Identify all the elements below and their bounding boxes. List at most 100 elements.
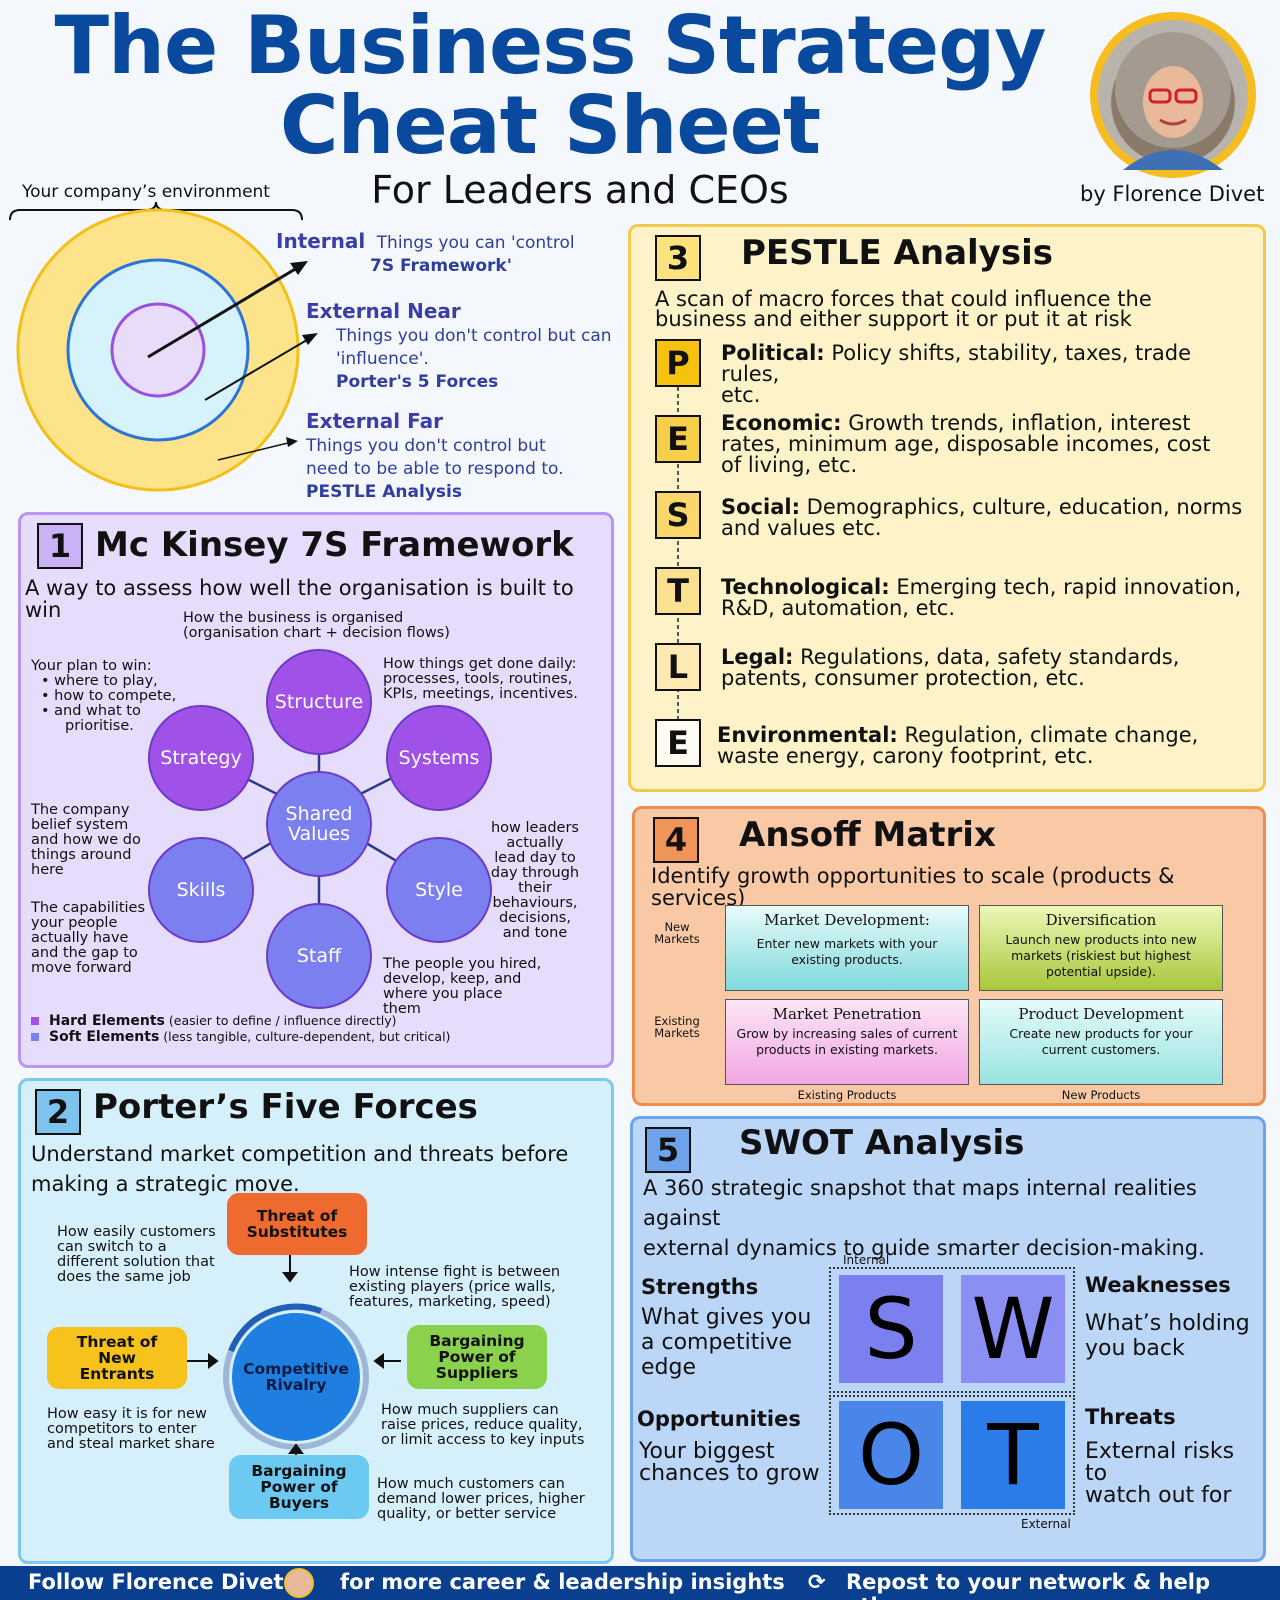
repost-icon[interactable]: ⟳ — [808, 1570, 826, 1594]
pestle-title: PESTLE Analysis — [741, 233, 1053, 273]
pestle-economic-text: of living, etc. — [721, 453, 858, 477]
note-systems-line: KPIs, meetings, incentives. — [383, 686, 578, 702]
porter-note-line: existing players (price walls, — [349, 1279, 556, 1295]
pestle-letter-legal: L — [655, 643, 701, 691]
note-style-line: decisions, — [499, 910, 571, 926]
pestle-letter-economic: E — [655, 415, 701, 463]
porter-panel: 2 Porter’s Five Forces Understand market… — [18, 1078, 614, 1564]
force-suppliers-line: Suppliers — [435, 1364, 519, 1382]
note-shared-values: The company belief system and how we do … — [31, 803, 141, 878]
swot-desc-line: external dynamics to guide smarter decis… — [643, 1236, 1205, 1260]
legend-hard-swatch — [31, 1017, 39, 1025]
pestle-social-text: Demographics, culture, education, norms — [799, 495, 1243, 519]
footer-insights: for more career & leadership insights — [340, 1570, 785, 1594]
note-style-line: behaviours, — [492, 895, 578, 911]
note-shared-line: things around — [31, 847, 132, 863]
7s-staff-circle: Staff — [266, 903, 372, 1009]
note-shared-line: here — [31, 862, 64, 878]
7s-style-circle: Style — [386, 837, 492, 943]
note-strategy-line: where to play, — [54, 673, 158, 689]
ansoff-cell-title: Diversification — [1045, 911, 1157, 929]
ansoff-cell-text: Create new products for your current cus… — [1009, 1026, 1193, 1057]
pestle-panel: 3 PESTLE Analysis A scan of macro forces… — [628, 224, 1266, 792]
pestle-technological: Technological: Emerging tech, rapid inno… — [721, 577, 1251, 619]
note-style-line: how leaders — [490, 820, 579, 836]
footer-follow[interactable]: Follow Florence Divet — [28, 1570, 284, 1594]
env-near-desc2: 'influence'. — [336, 349, 429, 369]
swot-weaknesses-line: What’s holding — [1085, 1311, 1250, 1336]
note-strategy-line: and what to — [54, 703, 141, 719]
swot-letter-s: S — [839, 1275, 943, 1383]
force-buyers-line: Bargaining — [251, 1462, 347, 1480]
pestle-economic-text: Growth trends, inflation, interest — [841, 411, 1191, 435]
porter-desc-line: making a strategic move. — [31, 1172, 300, 1196]
pestle-letter-environmental: E — [655, 719, 701, 767]
force-buyers-line: Buyers — [268, 1494, 330, 1512]
ansoff-cell-title: Market Development: — [764, 911, 930, 929]
ansoff-title: Ansoff Matrix — [739, 815, 996, 855]
7s-shared-values-line1: Shared — [285, 803, 353, 825]
environment-circles — [16, 208, 318, 492]
note-style-line: and tone — [502, 925, 568, 941]
pestle-legal-text: patents, consumer protection, etc. — [721, 666, 1085, 690]
force-substitutes-line: Substitutes — [246, 1223, 348, 1241]
env-far-ref: PESTLE Analysis — [306, 482, 462, 502]
legend-soft-label: Soft Elements — [48, 1029, 160, 1045]
pestle-letter-technological: T — [655, 567, 701, 615]
swot-threats-line: watch out for — [1085, 1483, 1232, 1508]
page-title: The Business Strategy Cheat Sheet — [30, 6, 1070, 166]
ansoff-row-existing: Existing Markets — [645, 1015, 709, 1039]
pestle-social: Social: Demographics, culture, education… — [721, 497, 1251, 539]
legend-soft-note: (less tangible, culture-dependent, but c… — [163, 1029, 451, 1044]
note-strategy-bullet: • how to compete, — [41, 688, 177, 704]
ansoff-row-label: New — [664, 920, 690, 934]
pestle-environmental-label: Environmental: — [717, 723, 898, 747]
pestle-social-text: and values etc. — [721, 516, 882, 540]
footer-repost[interactable]: Repost to your network & help others — [846, 1570, 1210, 1600]
7s-systems-circle: Systems — [386, 705, 492, 811]
porter-note-line: competitors to enter — [47, 1421, 197, 1437]
swot-opportunities-line: chances to grow — [639, 1461, 820, 1486]
pestle-social-label: Social: — [721, 495, 800, 519]
porter-note-line: or limit access to key inputs — [381, 1432, 585, 1448]
porter-note-line: can switch to a — [57, 1239, 167, 1255]
force-suppliers: Bargaining Power of Suppliers — [407, 1325, 547, 1389]
ansoff-market-development: Market Development: Enter new markets wi… — [725, 905, 969, 991]
swot-desc: A 360 strategic snapshot that maps inter… — [643, 1173, 1263, 1263]
note-systems: How things get done daily: processes, to… — [383, 657, 578, 702]
swot-internal-frame — [829, 1267, 1075, 1393]
porter-title: Porter’s Five Forces — [93, 1087, 478, 1127]
page-subtitle: For Leaders and CEOs — [371, 168, 789, 212]
force-substitutes: Threat of Substitutes — [227, 1193, 367, 1255]
environment-label: Your company’s environment — [22, 182, 270, 202]
force-competitive-rivalry: Competitive Rivalry — [232, 1313, 360, 1441]
ansoff-cell-title: Product Development — [1018, 1005, 1184, 1023]
note-staff-line: The people you hired, — [383, 956, 542, 972]
ansoff-market-penetration: Market Penetration Grow by increasing sa… — [725, 999, 969, 1085]
swot-weaknesses-title: Weaknesses — [1085, 1273, 1231, 1297]
swot-opportunities-title: Opportunities — [637, 1407, 801, 1431]
mckinsey-title: Mc Kinsey 7S Framework — [95, 525, 574, 565]
note-style-line: lead day to — [494, 850, 576, 866]
porter-desc-line: Understand market competition and threat… — [31, 1142, 569, 1166]
porter-note-line: and steal market share — [47, 1436, 215, 1452]
ansoff-row-label: Markets — [654, 1026, 700, 1040]
pestle-technological-text: R&D, automation, etc. — [721, 596, 956, 620]
force-buyers: Bargaining Power of Buyers — [229, 1455, 369, 1519]
note-style-line: actually — [506, 835, 564, 851]
mckinsey-desc: A way to assess how well the organisatio… — [25, 576, 574, 622]
porter-note-line: How easy it is for new — [47, 1406, 207, 1422]
ansoff-row-new: New Markets — [645, 921, 709, 945]
swot-title: SWOT Analysis — [739, 1123, 1025, 1163]
swot-strengths-line: a competitive — [641, 1330, 792, 1355]
7s-legend: Hard Elements (easier to define / influe… — [31, 1013, 450, 1045]
env-internal-desc: Things you can 'control — [376, 233, 575, 253]
ansoff-cell-text: Launch new products into new markets (ri… — [1005, 932, 1197, 979]
note-systems-line: How things get done daily: — [383, 656, 577, 672]
legend-hard: Hard Elements (easier to define / influe… — [31, 1013, 450, 1029]
environment-brace-icon — [9, 201, 303, 221]
pestle-letter-political: P — [655, 339, 701, 387]
pestle-political-text: Policy shifts, stability, taxes, trade r… — [721, 341, 1192, 386]
ansoff-col-new: New Products — [1061, 1088, 1141, 1102]
note-strategy-line: Your plan to win: — [31, 658, 152, 674]
